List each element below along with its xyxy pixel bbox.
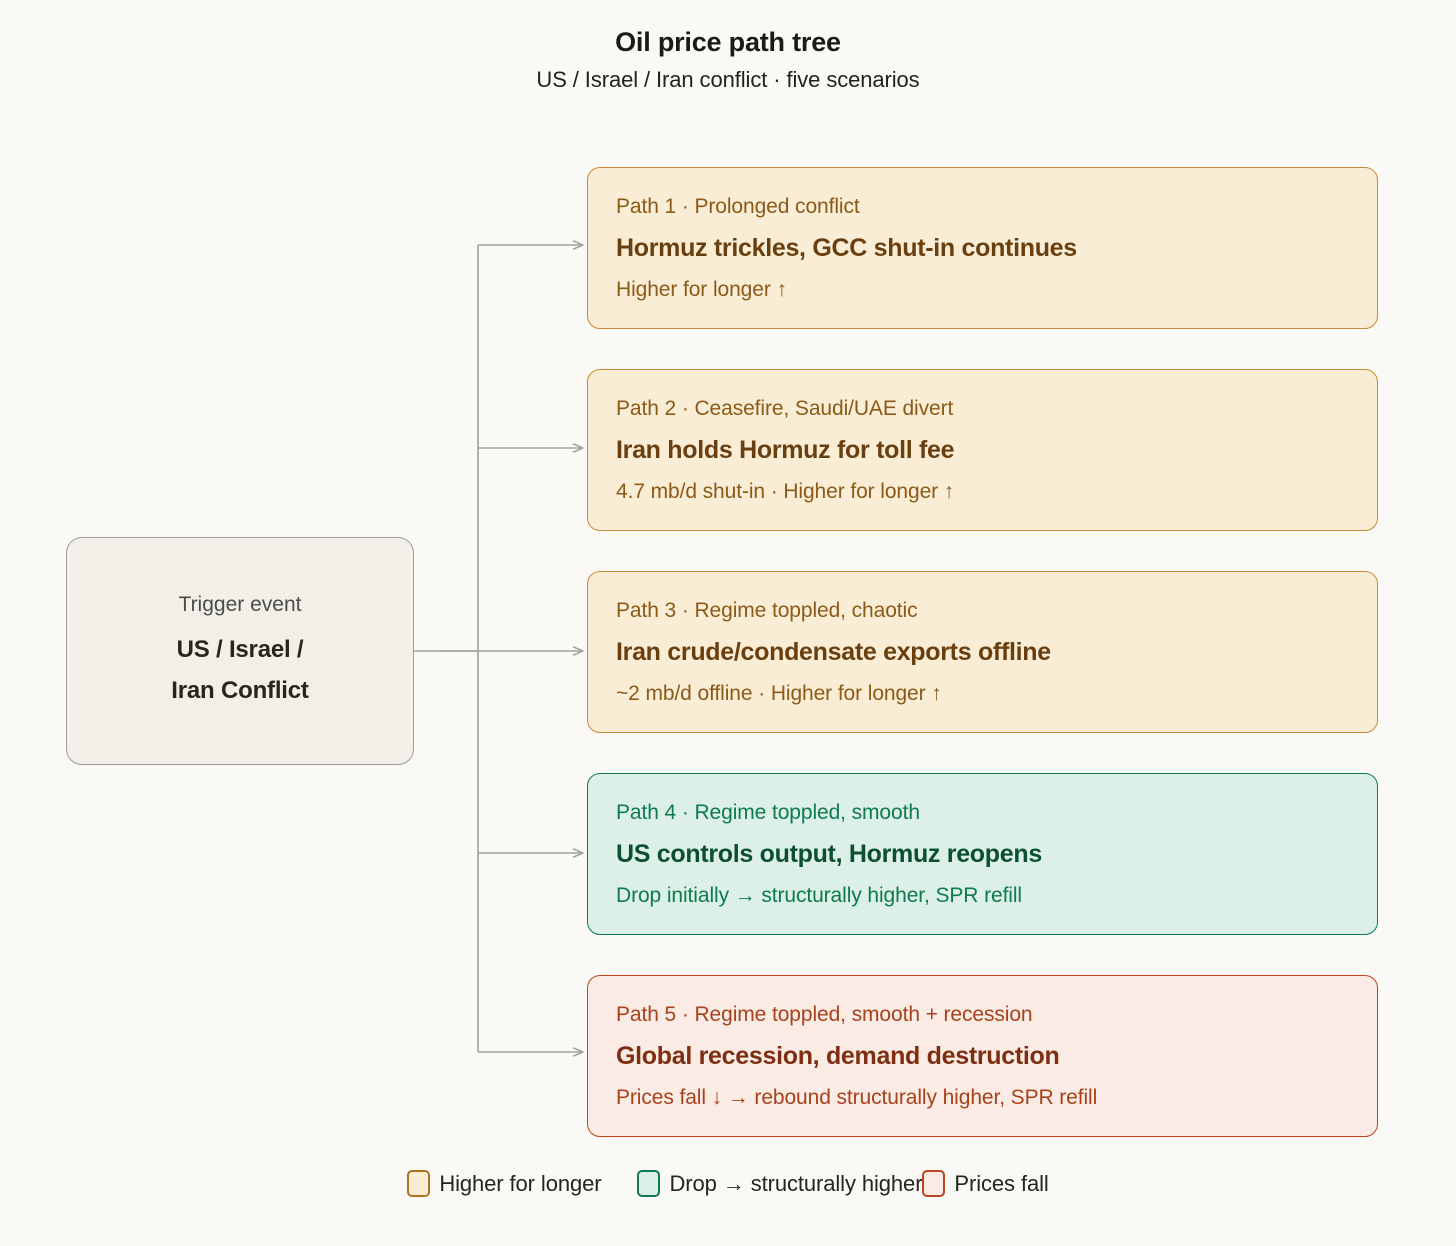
path-card-4-note: Drop initially → structurally higher, SP… [616, 884, 1023, 908]
path-card-5-kicker: Path 5 · Regime toppled, smooth + recess… [616, 1003, 1033, 1026]
path-card-2-kicker: Path 2 · Ceasefire, Saudi/UAE divert [616, 397, 954, 420]
path-card-3: Path 3 · Regime toppled, chaotic Iran cr… [587, 571, 1378, 733]
path-card-1-headline: Hormuz trickles, GCC shut-in continues [616, 234, 1077, 263]
path-card-1: Path 1 · Prolonged conflict Hormuz trick… [587, 167, 1378, 329]
path-card-2-headline: Iran holds Hormuz for toll fee [616, 436, 955, 465]
legend-item-drop-structurally-higher: Drop → structurally higher [637, 1170, 923, 1197]
legend-swatch-red-icon [922, 1170, 946, 1197]
path-card-5-note: Prices fall ↓ → rebound structurally hig… [616, 1086, 1098, 1110]
path-card-4: Path 4 · Regime toppled, smooth US contr… [587, 773, 1378, 935]
path-card-4-kicker: Path 4 · Regime toppled, smooth [616, 801, 920, 824]
legend-swatch-amber-icon [407, 1170, 431, 1197]
diagram-header: Oil price path tree US / Israel / Iran c… [0, 26, 1456, 94]
path-card-4-headline: US controls output, Hormuz reopens [616, 840, 1042, 869]
trigger-event-node: Trigger event US / Israel / Iran Conflic… [66, 537, 414, 765]
path-card-1-kicker: Path 1 · Prolonged conflict [616, 195, 860, 218]
trigger-event-kicker: Trigger event [178, 593, 302, 617]
legend-swatch-green-icon [637, 1170, 661, 1197]
path-card-5: Path 5 · Regime toppled, smooth + recess… [587, 975, 1378, 1137]
path-card-3-kicker: Path 3 · Regime toppled, chaotic [616, 599, 918, 622]
legend-label-prices-fall: Prices fall [954, 1170, 1049, 1196]
legend-label-higher-for-longer: Higher for longer [439, 1170, 602, 1196]
path-card-2-note: 4.7 mb/d shut-in · Higher for longer ↑ [616, 480, 955, 504]
trigger-event-line-1: US / Israel / [176, 636, 304, 664]
legend-item-prices-fall: Prices fall [922, 1170, 1049, 1197]
path-card-3-headline: Iran crude/condensate exports offline [616, 638, 1051, 667]
legend-item-higher-for-longer: Higher for longer [407, 1170, 602, 1197]
legend-label-drop-structurally-higher: Drop → structurally higher [669, 1170, 923, 1196]
path-card-3-note: ~2 mb/d offline · Higher for longer ↑ [616, 682, 942, 706]
page-title: Oil price path tree [615, 27, 841, 57]
path-card-1-note: Higher for longer ↑ [616, 278, 787, 302]
path-card-5-headline: Global recession, demand destruction [616, 1042, 1060, 1071]
page-subtitle: US / Israel / Iran conflict · five scena… [536, 66, 920, 92]
path-card-2: Path 2 · Ceasefire, Saudi/UAE divert Ira… [587, 369, 1378, 531]
trigger-event-line-2: Iran Conflict [171, 676, 309, 704]
legend: Higher for longer Drop → structurally hi… [0, 1170, 1456, 1197]
